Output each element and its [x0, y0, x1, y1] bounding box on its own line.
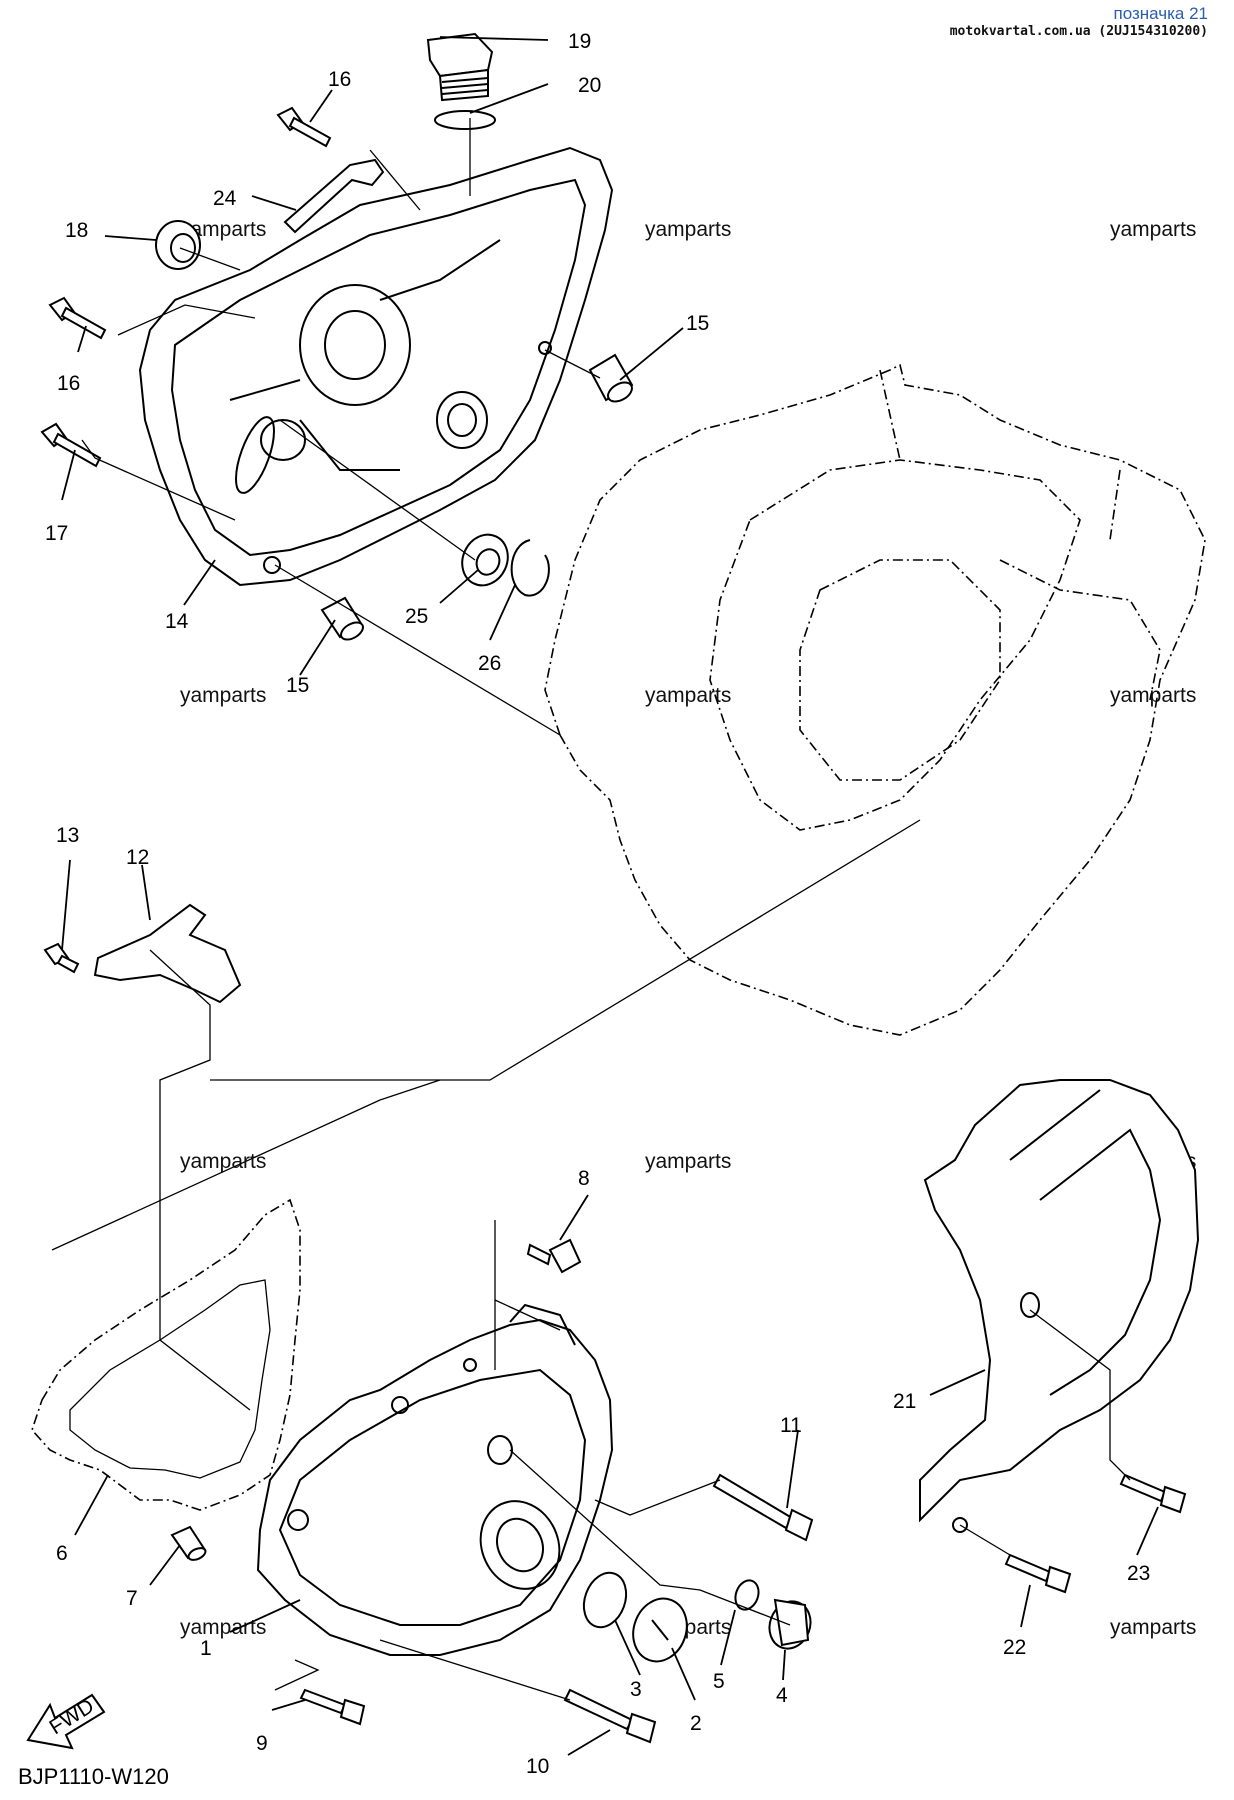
callout-number: 14 — [165, 610, 189, 633]
watermark: yamparts — [180, 1616, 266, 1639]
watermark: yamparts — [1110, 1616, 1196, 1639]
callout-number: 20 — [578, 74, 601, 97]
o-ring-3 — [582, 1571, 628, 1629]
generator-cover-left — [256, 1303, 614, 1656]
forward-direction-arrow: FWD — [26, 1693, 106, 1750]
watermark: yamparts — [1110, 684, 1196, 707]
watermark: yamparts — [180, 1150, 266, 1173]
bolt-17 — [40, 422, 102, 468]
callout-number: 8 — [578, 1167, 590, 1190]
callout-number: 16 — [328, 68, 351, 91]
bolt-22 — [1004, 1553, 1072, 1594]
crankshaft-cap-2 — [632, 1597, 688, 1663]
oil-filler-cap — [426, 32, 494, 102]
dowel-pin-7 — [170, 1525, 207, 1561]
watermark: yamparts — [645, 684, 731, 707]
bolt-23 — [1119, 1473, 1187, 1514]
callout-number: 25 — [405, 605, 428, 628]
crankcase-gasket-6 — [31, 1198, 301, 1511]
callout-number: 5 — [713, 1670, 725, 1693]
callout-number: 1 — [200, 1637, 212, 1660]
oil-seal-plug-18 — [155, 220, 201, 270]
callout-number: 4 — [776, 1684, 788, 1707]
callout-number: 15 — [286, 674, 309, 697]
callout-number: 7 — [126, 1587, 138, 1610]
callout-number: 23 — [1127, 1562, 1150, 1585]
callout-number: 18 — [65, 219, 88, 242]
callout-number: 24 — [213, 187, 237, 210]
o-ring-5 — [734, 1579, 760, 1611]
engine-crankcase-outline — [544, 363, 1206, 1036]
callout-number: 19 — [568, 30, 591, 53]
bolt-13 — [43, 942, 80, 974]
bolt-16-top — [276, 106, 332, 148]
o-ring-20 — [434, 110, 496, 130]
crankcase-cover-right — [138, 146, 614, 587]
bolt-16-left — [48, 296, 107, 340]
callout-number: 2 — [690, 1712, 702, 1735]
dowel-pin-15-lower — [320, 596, 364, 641]
callout-labels: 19 20 16 24 18 16 17 15 14 15 25 26 13 1… — [45, 30, 1150, 1778]
circlip-26 — [510, 539, 550, 597]
callout-number: 15 — [686, 312, 709, 335]
callout-number: 26 — [478, 652, 501, 675]
cable-guide-24 — [283, 158, 385, 234]
watermark: yamparts — [1110, 218, 1196, 241]
watermark: yamparts — [180, 218, 266, 241]
bolt-11 — [712, 1473, 814, 1542]
callout-number: 10 — [526, 1755, 549, 1778]
dowel-pin-15-upper — [588, 353, 634, 403]
callout-number: 17 — [45, 522, 68, 545]
callout-number: 12 — [126, 846, 149, 869]
callout-number: 6 — [56, 1542, 68, 1565]
watermark: yamparts — [645, 1150, 731, 1173]
leader-lines — [51, 36, 1159, 1756]
watermark: yamparts — [180, 684, 266, 707]
callout-number: 11 — [780, 1414, 802, 1437]
callout-number: 9 — [256, 1732, 268, 1755]
callout-number: 16 — [57, 372, 80, 395]
header-title: позначка 21 — [1113, 4, 1209, 23]
callout-number: 22 — [1003, 1636, 1026, 1659]
bolt-10 — [563, 1688, 657, 1744]
callout-number: 13 — [56, 824, 79, 847]
callout-number: 3 — [630, 1678, 642, 1701]
diagram-code: BJP1110-W120 — [18, 1764, 169, 1789]
callout-number: 21 — [893, 1390, 916, 1413]
watermark: yamparts — [645, 218, 731, 241]
bolt-8 — [526, 1238, 582, 1274]
sprocket-cover-21 — [919, 1079, 1200, 1533]
bolt-9 — [299, 1688, 366, 1726]
header-source: motokvartal.com.ua (2UJ154310200) — [949, 24, 1208, 39]
chain-guide-12 — [93, 903, 242, 1004]
